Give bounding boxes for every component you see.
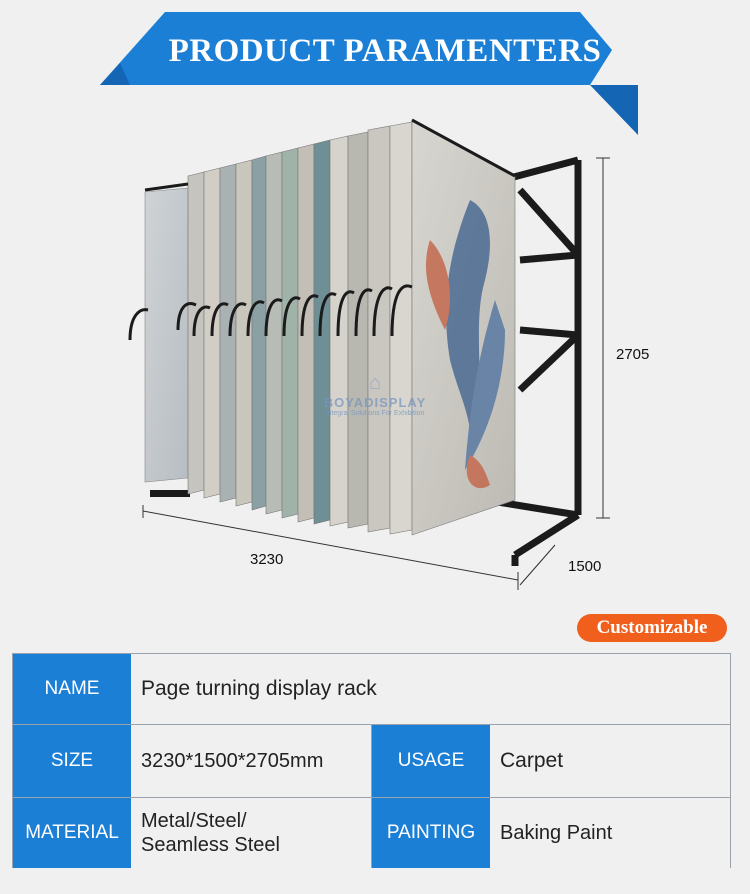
watermark-brand: BOYADISPLAY xyxy=(323,395,427,410)
name-value: Page turning display rack xyxy=(131,654,730,724)
usage-value: Carpet xyxy=(490,725,730,797)
row-divider xyxy=(13,724,730,725)
size-value: 3230*1500*2705mm xyxy=(131,725,371,797)
material-value: Metal/Steel/ Seamless Steel xyxy=(131,798,371,868)
spec-table: NAME Page turning display rack SIZE 3230… xyxy=(12,653,731,868)
usage-key: USAGE xyxy=(372,725,490,797)
name-key: NAME xyxy=(13,654,131,724)
painting-value: Baking Paint xyxy=(490,798,730,868)
banner-title: PRODUCT PARAMENTERS xyxy=(168,33,602,69)
dimension-depth-label: 1500 xyxy=(568,558,602,575)
dimension-width-label: 3230 xyxy=(250,551,284,568)
brand-logo-icon: ⌂ xyxy=(368,372,382,394)
rack-illustration xyxy=(128,118,610,590)
title-banner xyxy=(100,12,638,135)
brand-watermark: ⌂ BOYADISPLAY Integral Solutions For Exh… xyxy=(300,372,450,432)
customizable-badge: Customizable xyxy=(577,614,727,642)
painting-key: PAINTING xyxy=(372,798,490,868)
watermark-tagline: Integral Solutions For Exhibition xyxy=(325,410,425,417)
dimension-height-label: 2705 xyxy=(616,346,650,363)
material-key: MATERIAL xyxy=(13,798,131,868)
material-value-line-1: Metal/Steel/ xyxy=(141,810,247,832)
column-divider xyxy=(371,725,372,868)
size-key: SIZE xyxy=(13,725,131,797)
material-value-line-2: Seamless Steel xyxy=(141,834,280,856)
